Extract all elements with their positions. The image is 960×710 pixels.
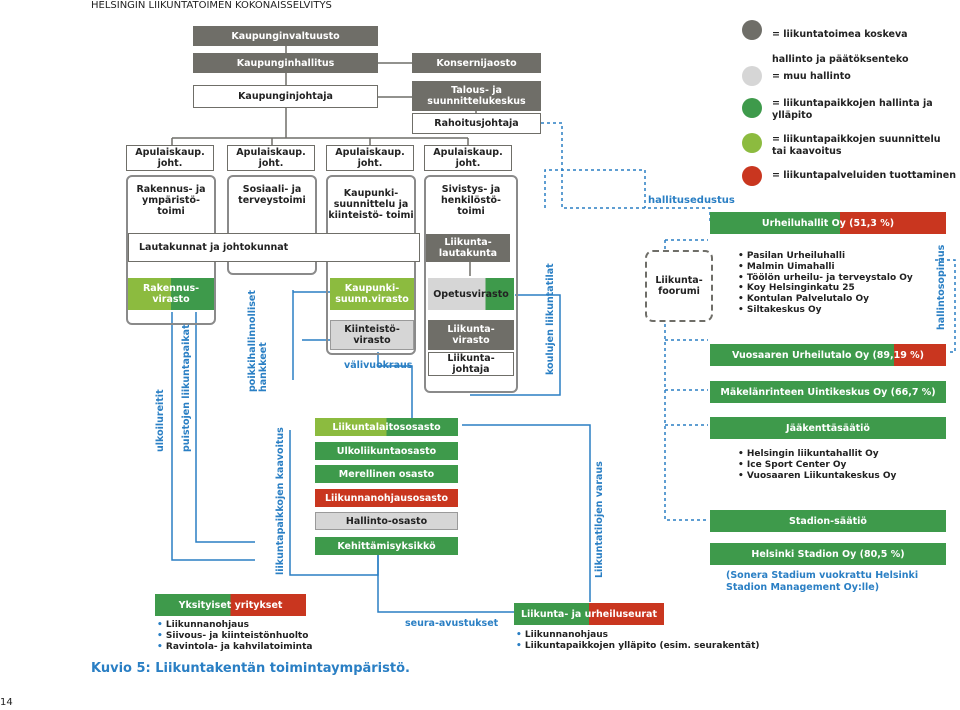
box-apulaiskaupunginjohtaja-4: Apulaiskaup. joht. <box>424 145 512 171</box>
box-liikuntalautakunta: Liikunta- lautakunta <box>426 234 510 262</box>
box-hallinto-osasto: Hallinto-osasto <box>315 512 458 530</box>
label-sonera-stadium: (Sonera Stadium vuokrattu Helsinki Stadi… <box>726 570 919 593</box>
box-kaupunkisuunnitteluvirasto: Kaupunki- suunn.virasto <box>330 278 414 310</box>
legend-swatch-dark <box>742 20 762 40</box>
box-liikunnanohjausosasto: Liikunnanohjausosasto <box>315 489 458 507</box>
header-title: HELSINGIN LIIKUNTATOIMEN KOKONAISSELVITY… <box>91 0 332 11</box>
box-makelanrinteen-uintikeskus-oy: Mäkelänrinteen Uintikeskus Oy (66,7 %) <box>710 381 946 403</box>
box-kaupunginjohtaja: Kaupunginjohtaja <box>193 85 378 108</box>
list-item: Malmin Uimahalli <box>738 262 913 273</box>
legend-swatch-lightgreen <box>742 133 762 153</box>
list-item: Ravintola- ja kahvilatoiminta <box>157 642 313 653</box>
label-hallintosopimus: hallintosopimus <box>936 244 947 330</box>
box-liikuntafoorumi: Liikunta- foorumi <box>645 250 713 322</box>
legend-swatch-green <box>742 98 762 118</box>
label-ulkoilureitit: ulkoilureitit <box>155 389 166 452</box>
box-ulkoliikuntaosasto: Ulkoliikuntaosasto <box>315 442 458 460</box>
legend-swatch-light <box>742 66 762 86</box>
list-item: Töölön urheilu- ja terveystalo Oy <box>738 273 913 284</box>
label-puistojen-liikuntapaikat: puistojen liikuntapaikat <box>181 324 192 452</box>
legend-text-light: = muu hallinto <box>772 71 851 82</box>
list-yksityiset: Liikunnanohjaus Siivous- ja kiinteistönh… <box>157 620 313 653</box>
box-yksityiset-yritykset: Yksityiset yritykset <box>155 594 306 616</box>
list-item: Siivous- ja kiinteistönhuolto <box>157 631 312 642</box>
list-urheiluhallit: Pasilan Urheiluhalli Malmin Uimahalli Tö… <box>738 251 913 316</box>
box-kaupunginhallitus: Kaupunginhallitus <box>193 53 378 73</box>
box-vuosaaren-urheilutalo-oy: Vuosaaren Urheilutalo Oy (89,19 %) <box>710 344 946 366</box>
box-lautakunnat-johtokunnat: Lautakunnat ja johtokunnat <box>128 233 420 262</box>
box-apulaiskaupunginjohtaja-1: Apulaiskaup. joht. <box>126 145 214 171</box>
column-kaupunkisuunnittelu <box>326 175 416 355</box>
figure-caption: Kuvio 5: Liikuntakentän toimintaympärist… <box>91 661 410 676</box>
list-jaakentta: Helsingin liikuntahallit Oy Ice Sport Ce… <box>738 449 897 482</box>
box-kaupunkisuunnittelu-kiinteistotoimi: Kaupunki- suunnittelu ja kiinteistö- toi… <box>328 180 414 228</box>
box-liikunta-urheiluseurat: Liikunta- ja urheiluseurat <box>514 603 664 625</box>
page-number: 14 <box>0 697 13 708</box>
list-item: Liikunnanohjaus <box>516 630 759 641</box>
box-rakennusvirasto: Rakennus- virasto <box>128 278 214 310</box>
box-konsernijaosto: Konsernijaosto <box>412 53 541 73</box>
box-stadion-saatio: Stadion-säätiö <box>710 510 946 532</box>
box-apulaiskaupunginjohtaja-3: Apulaiskaup. joht. <box>326 145 414 171</box>
box-kaupunginvaltuusto: Kaupunginvaltuusto <box>193 26 378 46</box>
legend-text-dark: = liikuntatoimea koskeva hallinto ja pää… <box>772 29 909 65</box>
box-opetusvirasto: Opetusvirasto <box>428 278 514 310</box>
box-liikuntavirasto: Liikunta- virasto <box>428 320 514 350</box>
list-item: Kontulan Palvelutalo Oy <box>738 294 913 305</box>
box-rahoitusjohtaja: Rahoitusjohtaja <box>412 113 541 134</box>
box-merellinen-osasto: Merellinen osasto <box>315 465 458 483</box>
box-sosiaali-terveystoimi: Sosiaali- ja terveystoimi <box>229 180 315 210</box>
list-item: Ice Sport Center Oy <box>738 460 896 471</box>
label-hallitusedustus: hallitusedustus <box>648 195 735 206</box>
legend-text-lightgreen: = liikuntapaikkojen suunnittelu tai kaav… <box>772 134 941 157</box>
box-urheiluhallit-oy: Urheiluhallit Oy (51,3 %) <box>710 212 946 234</box>
box-apulaiskaupunginjohtaja-2: Apulaiskaup. joht. <box>227 145 315 171</box>
box-liikuntajohtaja: Liikunta- johtaja <box>428 352 514 376</box>
label-liikuntapaikkojen-kaavoitus: liikuntapaikkojen kaavoitus <box>275 427 286 575</box>
label-poikkihallinnolliset-hankkeet: poikkihallinnolliset hankkeet <box>247 290 269 392</box>
list-item: Helsingin liikuntahallit Oy <box>738 449 896 460</box>
list-item: Pasilan Urheiluhalli <box>738 251 913 262</box>
column-sosiaali <box>227 175 317 275</box>
box-helsinki-stadion-oy: Helsinki Stadion Oy (80,5 %) <box>710 543 946 565</box>
box-jaakenttasaatio: Jääkenttäsäätiö <box>710 417 946 439</box>
legend-text-red: = liikuntapalveluiden tuottaminen <box>772 170 956 181</box>
list-item: Liikunnanohjaus <box>157 620 312 631</box>
list-item: Vuosaaren Liikuntakeskus Oy <box>738 471 897 482</box>
list-item: Koy Helsinginkatu 25 <box>738 283 913 294</box>
legend-swatch-red <box>742 166 762 186</box>
label-koulujen-liikuntatilat: koulujen liikuntatilat <box>545 263 556 375</box>
box-kehittamisyksikko: Kehittämisyksikkö <box>315 537 458 555</box>
label-seura-avustukset: seura-avustukset <box>405 618 499 629</box>
list-seurat: Liikunnanohjaus Liikuntapaikkojen ylläpi… <box>516 630 760 652</box>
box-talous-suunnittelukeskus: Talous- ja suunnittelukeskus <box>412 81 541 111</box>
box-kiinteistovirasto: Kiinteistö- virasto <box>330 320 414 350</box>
legend-text-green: = liikuntapaikkojen hallinta ja ylläpito <box>772 98 933 121</box>
box-rakennus-ymparistotoimi: Rakennus- ja ympäristö- toimi <box>128 180 214 220</box>
list-item: Liikuntapaikkojen ylläpito (esim. seurak… <box>516 641 760 652</box>
box-sivistys-henkilostotoimi: Sivistys- ja henkilöstö- toimi <box>426 180 516 220</box>
label-valivuokraus: välivuokraus <box>344 360 413 371</box>
box-liikuntalaitososasto: Liikuntalaitososasto <box>315 418 458 436</box>
list-item: Siltakeskus Oy <box>738 305 913 316</box>
column-sivistys <box>424 175 518 393</box>
label-liikuntatilojen-varaus: Liikuntatilojen varaus <box>594 461 605 578</box>
